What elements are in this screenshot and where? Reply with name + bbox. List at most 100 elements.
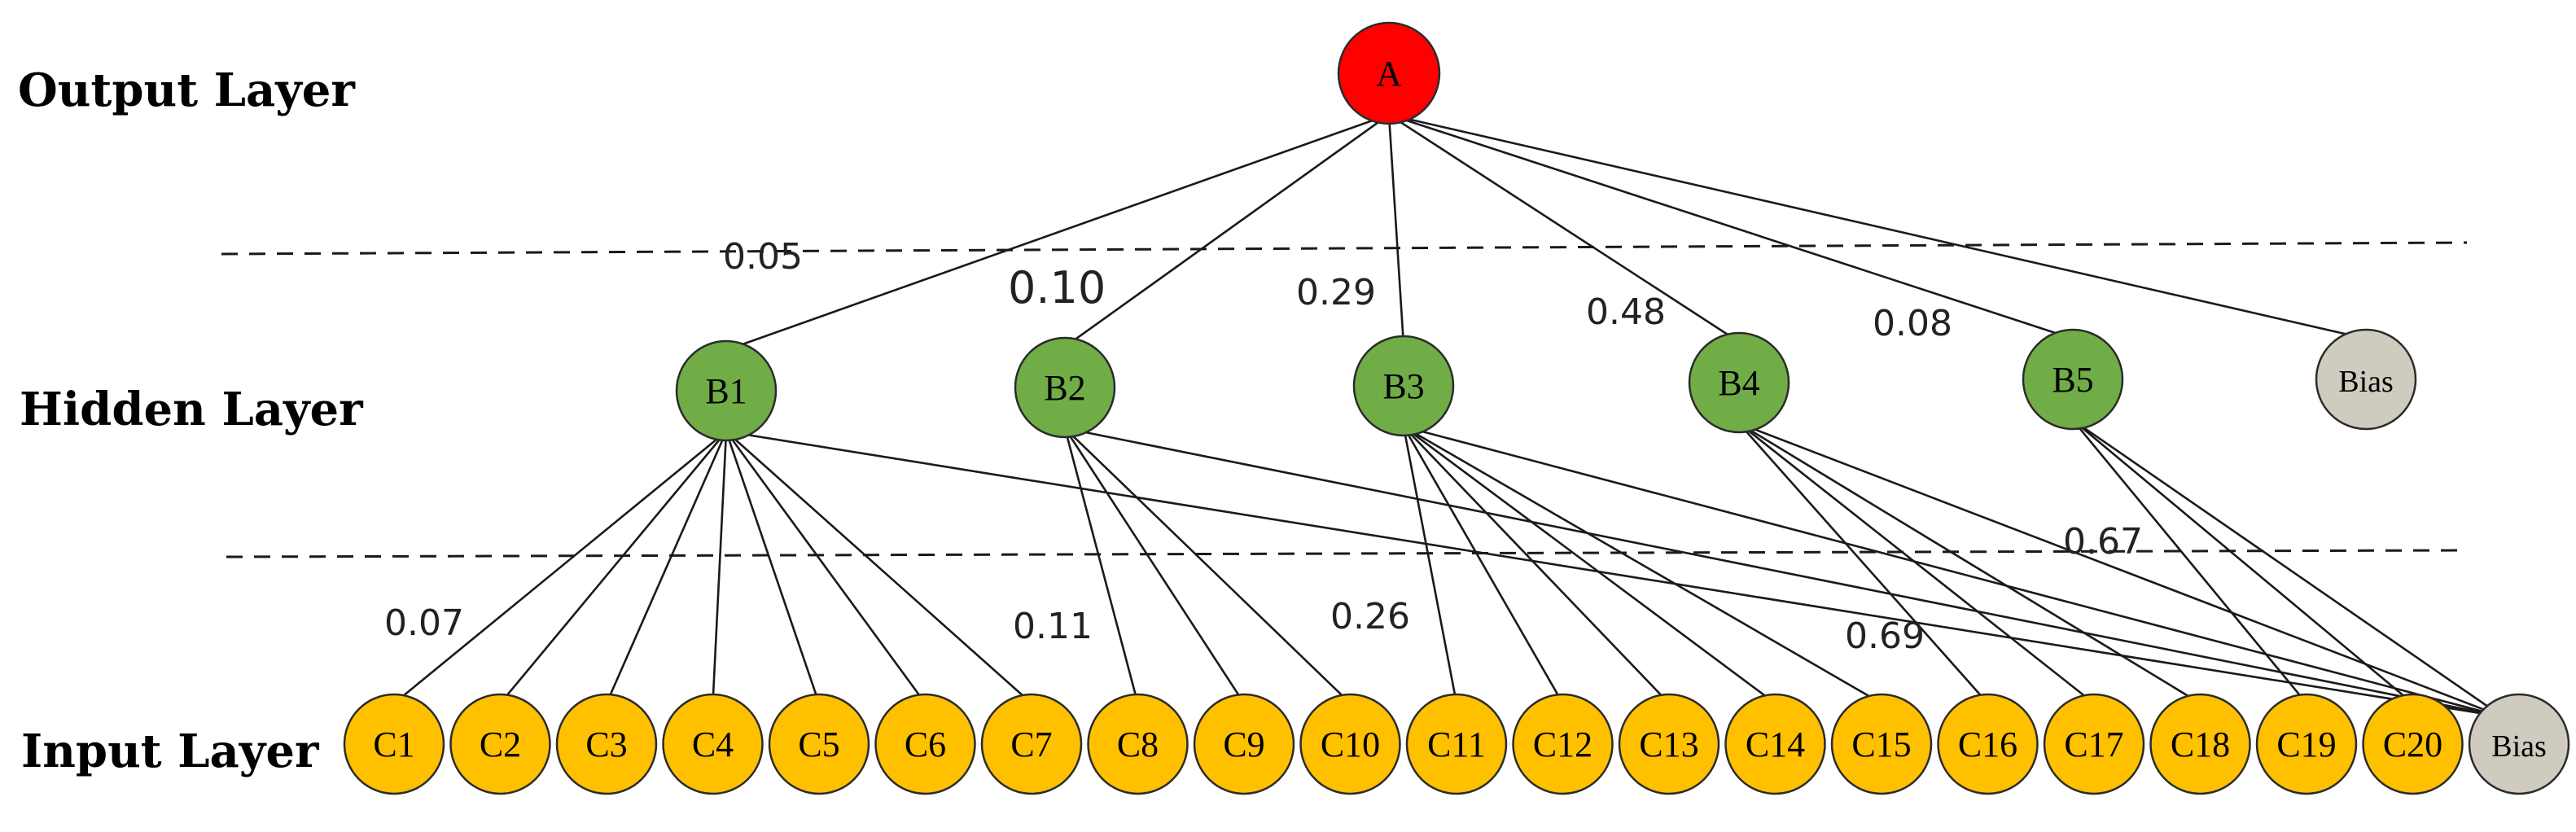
- divider-output-hidden: [221, 241, 2468, 256]
- node-circle-B5: [2022, 328, 2124, 431]
- edge-B5-C20: [2072, 419, 2414, 704]
- input-layer-label: Input Layer: [21, 725, 320, 778]
- node-C12: C12: [1512, 693, 1614, 795]
- node-circle-C16: [1937, 693, 2039, 795]
- edge-B1-C4: [712, 431, 728, 704]
- edge-B4-IBias: [1738, 422, 2504, 718]
- node-circle-C8: [1087, 693, 1189, 795]
- weight-label: 0.29: [1296, 272, 1376, 313]
- node-label-C4: C4: [692, 725, 734, 764]
- weight-label: 0.69: [1845, 615, 1925, 657]
- edge-A-HBias: [1388, 113, 2367, 340]
- edge-B5-IBias: [2072, 418, 2504, 718]
- node-circle-C1: [343, 693, 445, 795]
- edge-B3-IBias: [1403, 425, 2504, 718]
- node-circle-B1: [675, 339, 778, 442]
- edge-B3-C15: [1403, 425, 1882, 705]
- node-label-C7: C7: [1010, 725, 1052, 764]
- node-C13: C13: [1618, 693, 1720, 795]
- node-C4: C4: [662, 693, 764, 795]
- node-label-C10: C10: [1321, 725, 1380, 764]
- weight-label: 0.07: [384, 602, 464, 644]
- edge-B5-C19: [2071, 419, 2308, 704]
- node-circle-C13: [1618, 693, 1720, 795]
- node-label-C18: C18: [2171, 725, 2230, 764]
- node-circle-HBias: [2315, 328, 2417, 431]
- node-circle-B3: [1352, 335, 1455, 437]
- node-C19: C19: [2255, 693, 2358, 795]
- connections: [393, 113, 2504, 718]
- edge-B3-C11: [1402, 426, 1458, 704]
- node-circle-A: [1337, 21, 1441, 125]
- node-IBias: Bias: [2468, 693, 2570, 795]
- node-circle-C15: [1830, 693, 1933, 795]
- node-circle-C5: [768, 693, 870, 795]
- node-label-C13: C13: [1639, 725, 1698, 764]
- node-C6: C6: [874, 693, 976, 795]
- node-label-C19: C19: [2276, 725, 2336, 764]
- node-label-A: A: [1376, 54, 1402, 94]
- hidden-layer-label: Hidden Layer: [20, 383, 364, 436]
- node-circle-B2: [1014, 336, 1116, 439]
- node-label-C12: C12: [1533, 725, 1592, 764]
- node-label-C6: C6: [905, 725, 946, 764]
- node-circle-C17: [2043, 693, 2145, 795]
- node-C8: C8: [1087, 693, 1189, 795]
- node-label-C9: C9: [1223, 725, 1264, 764]
- edge-B4-C16: [1738, 423, 1989, 704]
- edge-A-B2: [1064, 113, 1390, 348]
- node-B5: B5: [2022, 328, 2124, 431]
- edge-B4-C17: [1738, 422, 2095, 705]
- node-B3: B3: [1352, 335, 1455, 437]
- weight-label: 0.05: [723, 236, 803, 278]
- edge-A-B4: [1388, 113, 1740, 344]
- node-circle-IBias: [2468, 693, 2570, 795]
- node-C16: C16: [1937, 693, 2039, 795]
- node-label-B3: B3: [1382, 366, 1424, 406]
- edge-B4-C18: [1738, 422, 2201, 705]
- node-circle-C7: [980, 693, 1083, 795]
- weight-label: 0.26: [1330, 596, 1410, 637]
- node-label-C8: C8: [1117, 725, 1159, 764]
- node-label-C2: C2: [480, 725, 521, 764]
- edge-B3-C13: [1403, 426, 1670, 704]
- node-label-C3: C3: [585, 725, 627, 764]
- node-C2: C2: [449, 693, 551, 795]
- node-C9: C9: [1193, 693, 1295, 795]
- node-C5: C5: [768, 693, 870, 795]
- node-C17: C17: [2043, 693, 2145, 795]
- edge-B1-C6: [725, 431, 927, 704]
- node-B2: B2: [1014, 336, 1116, 439]
- edge-B1-C7: [725, 431, 1032, 704]
- node-label-B4: B4: [1718, 363, 1759, 403]
- node-label-C14: C14: [1746, 725, 1805, 764]
- edge-B2-IBias: [1064, 427, 2504, 718]
- node-C7: C7: [980, 693, 1083, 795]
- edge-B1-C2: [499, 431, 727, 704]
- edge-B3-C12: [1402, 426, 1564, 704]
- node-label-C17: C17: [2064, 725, 2123, 764]
- node-label-C11: C11: [1427, 725, 1486, 764]
- node-C18: C18: [2149, 693, 2251, 795]
- node-label-C1: C1: [373, 725, 414, 764]
- node-A: A: [1337, 21, 1441, 125]
- node-label-C15: C15: [1851, 725, 1911, 764]
- node-C10: C10: [1299, 693, 1401, 795]
- node-B4: B4: [1688, 331, 1790, 434]
- node-HBias: Bias: [2315, 328, 2417, 431]
- edge-B3-C14: [1403, 425, 1776, 705]
- edge-B1-IBias: [725, 430, 2504, 718]
- node-label-C16: C16: [1958, 725, 2017, 764]
- node-C1: C1: [343, 693, 445, 795]
- node-C14: C14: [1724, 693, 1826, 795]
- node-label-C5: C5: [798, 725, 839, 764]
- node-circle-C19: [2255, 693, 2358, 795]
- node-circle-C10: [1299, 693, 1401, 795]
- weight-label: 0.08: [1873, 303, 1952, 344]
- edge-B1-C1: [393, 431, 727, 704]
- node-C11: C11: [1405, 693, 1508, 795]
- output-layer-label: Output Layer: [18, 63, 356, 117]
- node-circle-C14: [1724, 693, 1826, 795]
